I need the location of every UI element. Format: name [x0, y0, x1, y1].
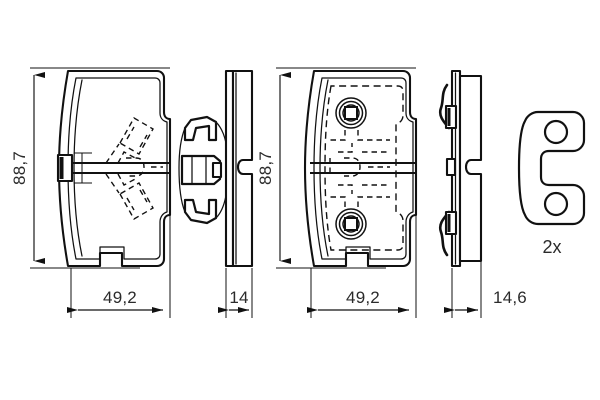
- dimension-label-pad2-thickness: 14,6: [493, 288, 527, 307]
- pad-2-friction-inner-line: [319, 79, 329, 257]
- pad-1-sensor-slot: [64, 152, 170, 184]
- pad-1-accessory-clips: [178, 115, 229, 225]
- retaining-clip-lower: [183, 198, 218, 225]
- pad-2-side-lug-upper: [444, 104, 458, 130]
- dimension-label-pad2-width: 49,2: [346, 288, 380, 307]
- dimension-pad1-height: 88,7: [10, 67, 170, 269]
- dimension-pad1-width: 49,2: [67, 215, 171, 318]
- pad-2-side-lug-lower: [444, 210, 458, 236]
- dimension-pad2-height: 88,7: [256, 67, 416, 269]
- pad-1-center-recess: [126, 157, 163, 177]
- pad-1-wear-slot-group-upper: [105, 117, 154, 164]
- pad-1-side-friction: [231, 69, 254, 268]
- shim-plate: [517, 110, 586, 226]
- pad-2-front-view: [303, 69, 418, 268]
- retaining-clip-upper: [183, 115, 218, 142]
- dimension-pad2-thickness: 14,6: [444, 262, 527, 318]
- pad-2-side-view: [438, 69, 483, 268]
- shim-hole-lower: [543, 191, 569, 217]
- dimension-pad1-thickness: 14: [218, 268, 253, 318]
- pad-1-side-view: [224, 69, 254, 268]
- pad-1-backing-plate-outline: [57, 69, 172, 268]
- dimension-label-pad1-width: 49,2: [103, 288, 137, 307]
- dimension-label-pad2-height: 88,7: [256, 151, 275, 185]
- dimension-label-pad1-thickness: 14: [229, 288, 248, 307]
- spring-clip-lower: [438, 210, 451, 257]
- pad-2-hidden-bracket-upper: [330, 130, 390, 153]
- pad-2-friction-material-outline: [313, 77, 414, 260]
- pad-2-rivet-upper: [335, 97, 367, 129]
- pad-2-side-friction: [458, 74, 483, 263]
- pad-1-wear-slot-group-lower: [105, 173, 154, 220]
- pad-2-rivet-lower: [335, 208, 367, 240]
- spring-clip-upper: [438, 83, 451, 130]
- pad-2-inner-dashed-boundary: [324, 85, 404, 251]
- shim-hole-upper: [543, 119, 569, 145]
- pad-1-friction-inner-line: [73, 79, 83, 257]
- pad-2-side-lug-middle: [445, 157, 457, 177]
- dimension-pad2-width: 49,2: [307, 215, 417, 318]
- annotation-accessory-quantity: 2x: [542, 237, 561, 257]
- dimension-label-pad1-height: 88,7: [10, 151, 29, 185]
- pad-2-sensor-slot: [310, 162, 416, 174]
- pad-2-hidden-bracket-lower: [330, 184, 390, 207]
- shim-plate-outline: [517, 110, 586, 226]
- pad-1-front-view: [56, 69, 172, 268]
